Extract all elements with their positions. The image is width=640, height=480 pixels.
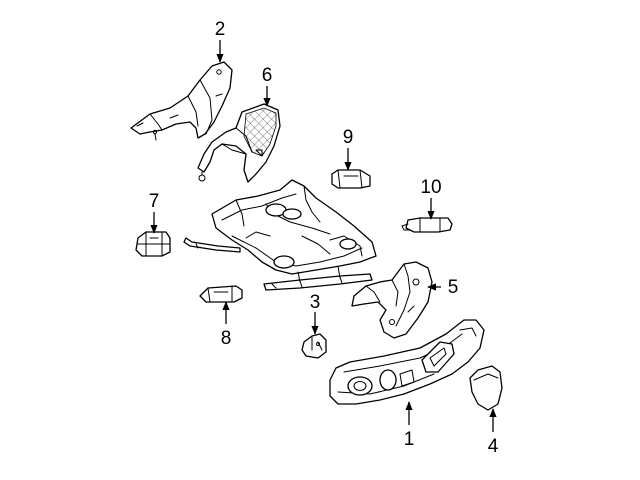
part-8-clip — [199, 285, 243, 303]
callout-10: 10 — [420, 177, 441, 198]
callout-2: 2 — [215, 19, 226, 40]
part-10-clip — [401, 217, 453, 233]
part-1-side-panel — [329, 319, 485, 405]
seat-track-frame — [183, 179, 377, 291]
callout-9: 9 — [343, 127, 354, 148]
callout-3: 3 — [310, 292, 321, 313]
callouts: 2 6 9 10 7 5 8 3 1 4 — [149, 19, 499, 457]
callout-5: 5 — [448, 277, 459, 298]
part-7-clip — [135, 231, 171, 257]
part-9-clip — [331, 169, 371, 189]
callout-1: 1 — [404, 429, 415, 450]
part-2-seat-back-shield — [130, 61, 233, 141]
callout-6: 6 — [262, 65, 273, 86]
leader-lines — [150, 40, 497, 432]
part-6-recliner-bracket — [197, 103, 281, 183]
callout-4: 4 — [488, 436, 499, 457]
callout-8: 8 — [221, 328, 232, 349]
callout-7: 7 — [149, 191, 160, 212]
part-3-bracket — [301, 333, 327, 359]
part-4-cover — [469, 365, 503, 411]
part-5-adjuster — [351, 261, 433, 339]
